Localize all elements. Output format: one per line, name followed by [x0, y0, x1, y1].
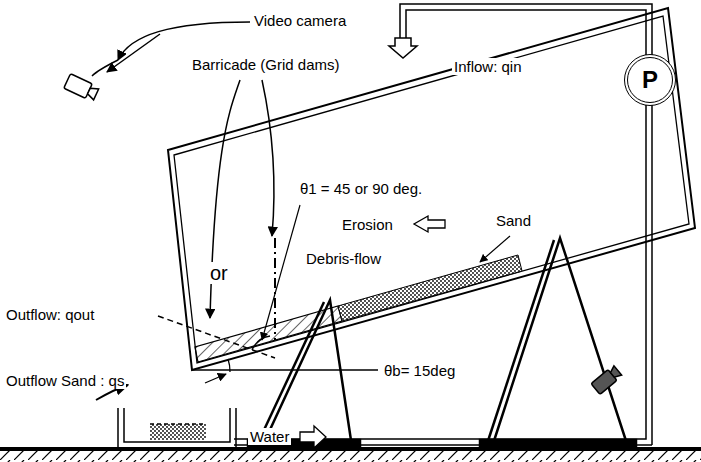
erosion-label: Erosion — [340, 216, 395, 233]
bed-angle-label: θb= 15deg — [382, 362, 457, 379]
pump-circle: P — [624, 54, 676, 106]
camera-label: Video camera — [252, 12, 348, 29]
water-label: Water — [248, 428, 291, 445]
sand-label: Sand — [494, 212, 533, 229]
outflow-label: Outflow: qout — [4, 306, 96, 323]
angle-label: θ1 = 45 or 90 deg. — [298, 180, 424, 197]
or-label: or — [208, 262, 230, 284]
barricade-label: Barricade (Grid dams) — [190, 56, 342, 73]
debris-flow-label: Debris-flow — [304, 250, 383, 267]
pump-symbol: P — [642, 66, 658, 94]
outflow-sand-label: Outflow Sand : qs — [4, 372, 126, 389]
inflow-label: Inflow: qin — [452, 58, 524, 75]
